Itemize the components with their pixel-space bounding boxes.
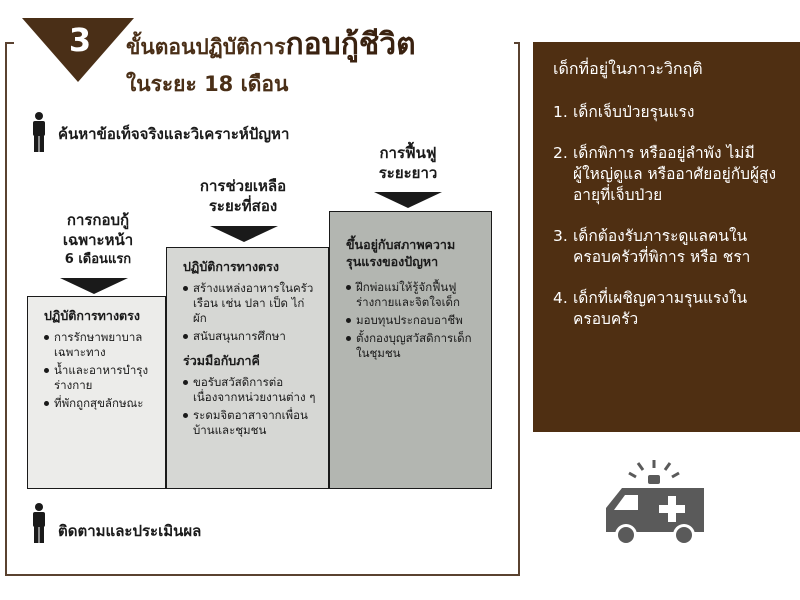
- page-title: ขั้นตอนปฏิบัติการกอบกู้ชีวิต: [126, 30, 416, 62]
- panel-list-item: 2. เด็กพิการ หรืออยู่ลำพัง ไม่มีผู้ใหญ่ด…: [553, 143, 784, 206]
- phase1-arrow: [60, 278, 128, 294]
- step-number: 3: [68, 21, 92, 59]
- phase2-list2: ขอรับสวัสดิการต่อเนื่องจากหน่วยงานต่าง ๆ…: [183, 375, 320, 438]
- panel-item-text: เด็กต้องรับภาระดูแลคนในครอบครัวที่พิการ …: [573, 227, 751, 266]
- phase2-heading-line1: การช่วยเหลือ: [199, 177, 287, 195]
- phase3-heading: การฟื้นฟู ระยะยาว: [348, 143, 468, 183]
- list-item: การรักษาพยาบาลเฉพาะทาง: [44, 330, 157, 360]
- phase1-section-title: ปฏิบัติการทางตรง: [44, 308, 140, 323]
- list-item: มอบทุนประกอบอาชีพ: [346, 313, 483, 328]
- analysis-label: ค้นหาข้อเท็จจริงและวิเคราะห์ปัญหา: [58, 125, 290, 143]
- page-subtitle: ในระยะ 18 เดือน: [126, 72, 289, 96]
- panel-list-item: 3. เด็กต้องรับภาระดูแลคนในครอบครัวที่พิก…: [553, 226, 784, 268]
- list-item: ระดมจิตอาสาจากเพื่อนบ้านและชุมชน: [183, 408, 320, 438]
- list-item: ขอรับสวัสดิการต่อเนื่องจากหน่วยงานต่าง ๆ: [183, 375, 320, 405]
- panel-list-item: 4. เด็กที่เผชิญความรุนแรงในครอบครัว: [553, 288, 784, 330]
- list-item: น้ำและอาหารบำรุงร่างกาย: [44, 363, 157, 393]
- phase3-heading-line1: การฟื้นฟู: [379, 144, 437, 162]
- list-item: สนับสนุนการศึกษา: [183, 329, 320, 344]
- phase2-section-title: ปฏิบัติการทางตรง: [183, 259, 279, 274]
- panel-item-text: เด็กเจ็บป่วยรุนแรง: [573, 103, 695, 121]
- phase2-heading-line2: ระยะที่สอง: [208, 197, 278, 215]
- person-icon: [31, 112, 47, 152]
- panel-title: เด็กที่อยู่ในภาวะวิกฤติ: [553, 59, 703, 78]
- phase3-heading-line2: ระยะยาว: [378, 164, 438, 182]
- phase1-heading-line1: การกอบกู้: [66, 211, 130, 229]
- list-item: สร้างแหล่งอาหารในครัวเรือน เช่น ปลา เป็ด…: [183, 281, 320, 326]
- phase2-list: สร้างแหล่งอาหารในครัวเรือน เช่น ปลา เป็ด…: [183, 281, 320, 344]
- phase1-heading-line2: เฉพาะหน้า: [62, 231, 134, 249]
- step-badge: [22, 18, 134, 82]
- frame-title-gap: [14, 38, 514, 48]
- person-icon: [31, 503, 47, 543]
- list-item: ฝึกพ่อแม่ให้รู้จักฟื้นฟูร่างกายและจิตใจเ…: [346, 280, 483, 310]
- panel-item-text: เด็กที่เผชิญความรุนแรงในครอบครัว: [573, 289, 748, 328]
- phase2-heading: การช่วยเหลือ ระยะที่สอง: [178, 176, 308, 216]
- panel-list-item: 1. เด็กเจ็บป่วยรุนแรง: [553, 102, 784, 123]
- phase1-box: ปฏิบัติการทางตรง การรักษาพยาบาลเฉพาะทาง …: [27, 296, 166, 489]
- title-part1: ขั้นตอนปฏิบัติการ: [126, 35, 286, 59]
- phase3-section-title: ขึ้นอยู่กับสภาพความรุนแรงของปัญหา: [346, 237, 456, 269]
- phase2-arrow: [210, 226, 278, 242]
- phase3-list: ฝึกพ่อแม่ให้รู้จักฟื้นฟูร่างกายและจิตใจเ…: [346, 280, 483, 361]
- panel-item-number: 3.: [553, 227, 568, 245]
- panel-item-number: 4.: [553, 289, 568, 307]
- monitor-label: ติดตามและประเมินผล: [58, 522, 202, 540]
- phase2-section2-title: ร่วมมือกับภาคี: [183, 353, 260, 368]
- panel-item-number: 1.: [553, 103, 568, 121]
- phase3-box: ขึ้นอยู่กับสภาพความรุนแรงของปัญหา ฝึกพ่อ…: [329, 211, 492, 489]
- phase1-heading: การกอบกู้ เฉพาะหน้า 6 เดือนแรก: [38, 210, 158, 270]
- panel-item-text: เด็กพิการ หรืออยู่ลำพัง ไม่มีผู้ใหญ่ดูแล…: [573, 144, 777, 204]
- title-part2: กอบกู้ชีวิต: [285, 27, 416, 62]
- phase1-heading-line3: 6 เดือนแรก: [64, 252, 132, 267]
- list-item: ที่พักถูกสุขลักษณะ: [44, 396, 157, 411]
- list-item: ตั้งกองบุญสวัสดิการเด็กในชุมชน: [346, 331, 483, 361]
- phase2-box: ปฏิบัติการทางตรง สร้างแหล่งอาหารในครัวเร…: [166, 247, 329, 489]
- crisis-children-panel: เด็กที่อยู่ในภาวะวิกฤติ 1. เด็กเจ็บป่วยร…: [533, 42, 800, 432]
- phase3-arrow: [374, 192, 442, 208]
- panel-item-number: 2.: [553, 144, 568, 162]
- phase1-list: การรักษาพยาบาลเฉพาะทาง น้ำและอาหารบำรุงร…: [44, 330, 157, 411]
- ambulance-icon: [598, 460, 710, 555]
